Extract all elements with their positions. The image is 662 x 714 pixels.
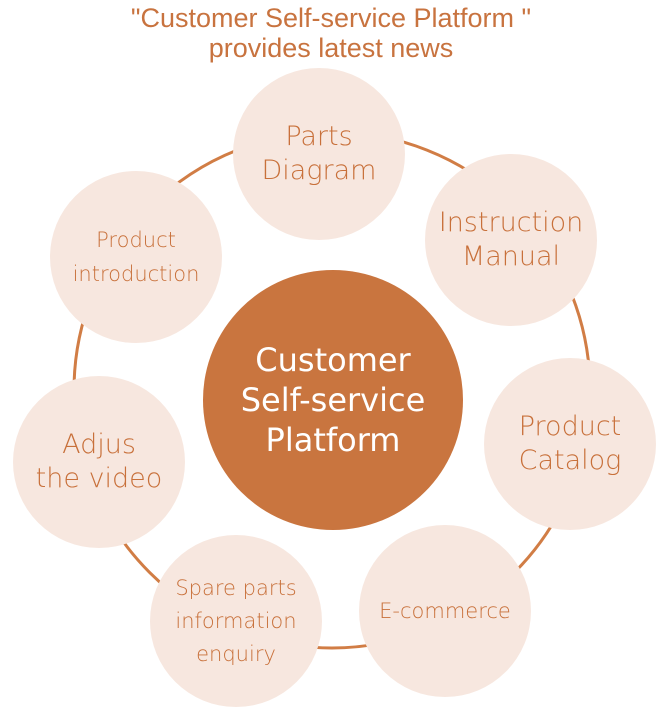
node-label: Spare parts information enquiry xyxy=(175,575,297,666)
center-hub: Customer Self-service Platform xyxy=(203,270,463,530)
title-line-1: "Customer Self-service Platform " xyxy=(130,3,532,33)
node-label: E-commerce xyxy=(379,599,511,623)
diagram-title: "Customer Self-service Platform " provid… xyxy=(0,3,662,63)
node-parts-diagram: Parts Diagram xyxy=(233,68,405,240)
center-label: Customer Self-service Platform xyxy=(240,341,426,459)
node-instruction-manual: Instruction Manual xyxy=(425,154,597,326)
node-spare-parts-enquiry: Spare parts information enquiry xyxy=(150,535,322,707)
node-label: Parts Diagram xyxy=(261,121,377,186)
node-label: Product introduction xyxy=(72,228,200,286)
node-product-introduction: Product introduction xyxy=(50,171,222,343)
node-e-commerce: E-commerce xyxy=(359,525,531,697)
node-label: Adjus the video xyxy=(35,429,163,494)
node-label: Product Catalog xyxy=(518,411,622,476)
node-product-catalog: Product Catalog xyxy=(484,358,656,530)
node-label: Instruction Manual xyxy=(438,207,584,272)
title-line-2: provides latest news xyxy=(208,33,454,63)
node-adjust-video: Adjus the video xyxy=(13,376,185,548)
